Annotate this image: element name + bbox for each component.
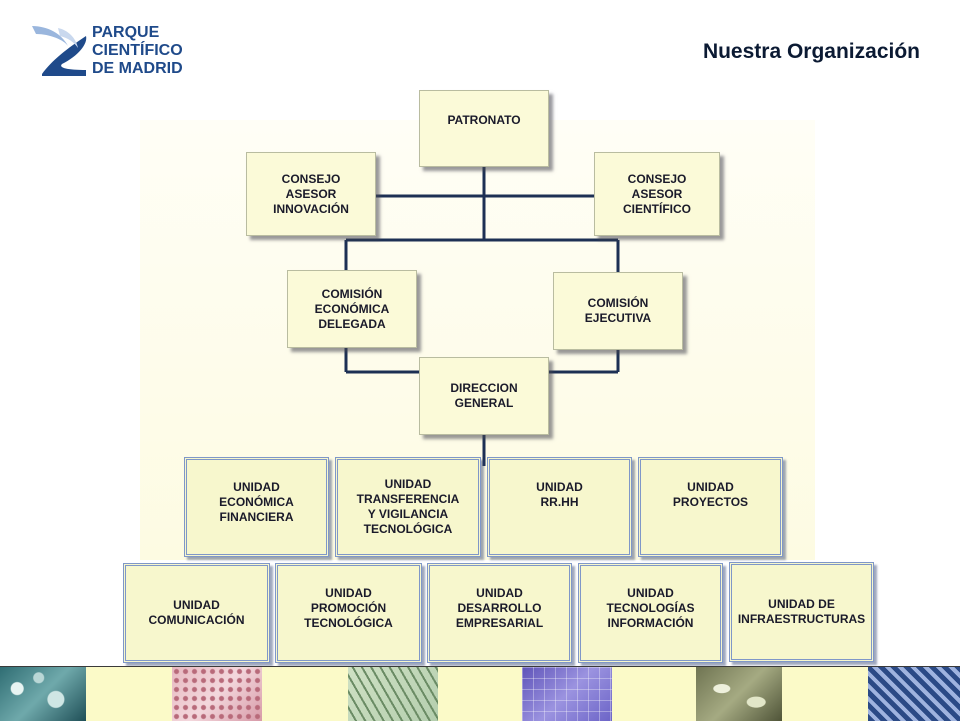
page-title: Nuestra Organización bbox=[702, 40, 920, 63]
node-comision-economica-delegada: COMISIÓN ECONÓMICA DELEGADA bbox=[287, 270, 417, 348]
unit-comunicacion-label: UNIDAD COMUNICACIÓN bbox=[148, 598, 245, 627]
unit-transferencia-label: UNIDAD TRANSFERENCIA Y VIGILANCIA TECNOL… bbox=[356, 477, 460, 536]
logo-line-1: PARQUE bbox=[92, 24, 160, 41]
cells-teal-image bbox=[0, 667, 86, 721]
footer-image-strip bbox=[0, 666, 960, 721]
node-direccion-general-label: DIRECCION GENERAL bbox=[450, 381, 518, 410]
logo-text: PARQUE CIENTÍFICO DE MADRID bbox=[92, 24, 183, 78]
unit-proyectos-label: UNIDAD PROYECTOS bbox=[672, 480, 749, 509]
node-consejo-innovacion-label: CONSEJO ASESOR INNOVACIÓN bbox=[273, 171, 349, 216]
node-consejo-asesor-cientifico: CONSEJO ASESOR CIENTÍFICO bbox=[594, 152, 720, 236]
unit-comunicacion: UNIDAD COMUNICACIÓN bbox=[123, 563, 270, 663]
unit-rrhh-label: UNIDAD RR.HH bbox=[536, 480, 583, 509]
mesh-blue-image bbox=[868, 667, 960, 721]
node-comision-ejecutiva: COMISIÓN EJECUTIVA bbox=[553, 272, 683, 350]
unit-infraestructuras: UNIDAD DE INFRAESTRUCTURAS bbox=[729, 562, 874, 662]
unit-economica-financiera-label: UNIDAD ECONÓMICA FINANCIERA bbox=[219, 480, 294, 524]
unit-tecnologias-label: UNIDAD TECNOLOGÍAS INFORMACIÓN bbox=[606, 586, 695, 630]
unit-promocion-tecnologica: UNIDAD PROMOCIÓN TECNOLÓGICA bbox=[275, 563, 422, 663]
node-consejo-asesor-innovacion: CONSEJO ASESOR INNOVACIÓN bbox=[246, 152, 376, 236]
cells-pink-image bbox=[172, 667, 262, 721]
node-comision-economica-label: COMISIÓN ECONÓMICA DELEGADA bbox=[314, 286, 390, 331]
logo-line-2: CIENTÍFICO bbox=[92, 42, 183, 59]
unit-tecnologias-informacion: UNIDAD TECNOLOGÍAS INFORMACIÓN bbox=[578, 563, 723, 663]
unit-desarrollo-label: UNIDAD DESARROLLO EMPRESARIAL bbox=[455, 586, 544, 630]
unit-economica-financiera: UNIDAD ECONÓMICA FINANCIERA bbox=[184, 457, 329, 557]
node-direccion-general: DIRECCION GENERAL bbox=[419, 357, 549, 435]
unit-proyectos: UNIDAD PROYECTOS bbox=[638, 457, 783, 557]
bacteria-green-image bbox=[348, 667, 438, 721]
unit-rrhh: UNIDAD RR.HH bbox=[487, 457, 632, 557]
unit-transferencia-vigilancia: UNIDAD TRANSFERENCIA Y VIGILANCIA TECNOL… bbox=[335, 457, 481, 557]
node-comision-ejecutiva-label: COMISIÓN EJECUTIVA bbox=[584, 296, 652, 325]
logo-line-3: DE MADRID bbox=[92, 60, 183, 77]
unit-infraestructuras-label: UNIDAD DE INFRAESTRUCTURAS bbox=[737, 597, 866, 626]
node-patronato: PATRONATO bbox=[419, 90, 549, 167]
unit-desarrollo-empresarial: UNIDAD DESARROLLO EMPRESARIAL bbox=[427, 563, 572, 663]
node-consejo-cientifico-label: CONSEJO ASESOR CIENTÍFICO bbox=[623, 171, 691, 216]
unit-promocion-label: UNIDAD PROMOCIÓN TECNOLÓGICA bbox=[304, 586, 393, 630]
node-patronato-label: PATRONATO bbox=[447, 113, 521, 127]
pcm-logo-icon bbox=[32, 26, 87, 76]
grid-purple-image bbox=[522, 667, 612, 721]
tissue-olive-image bbox=[696, 667, 782, 721]
